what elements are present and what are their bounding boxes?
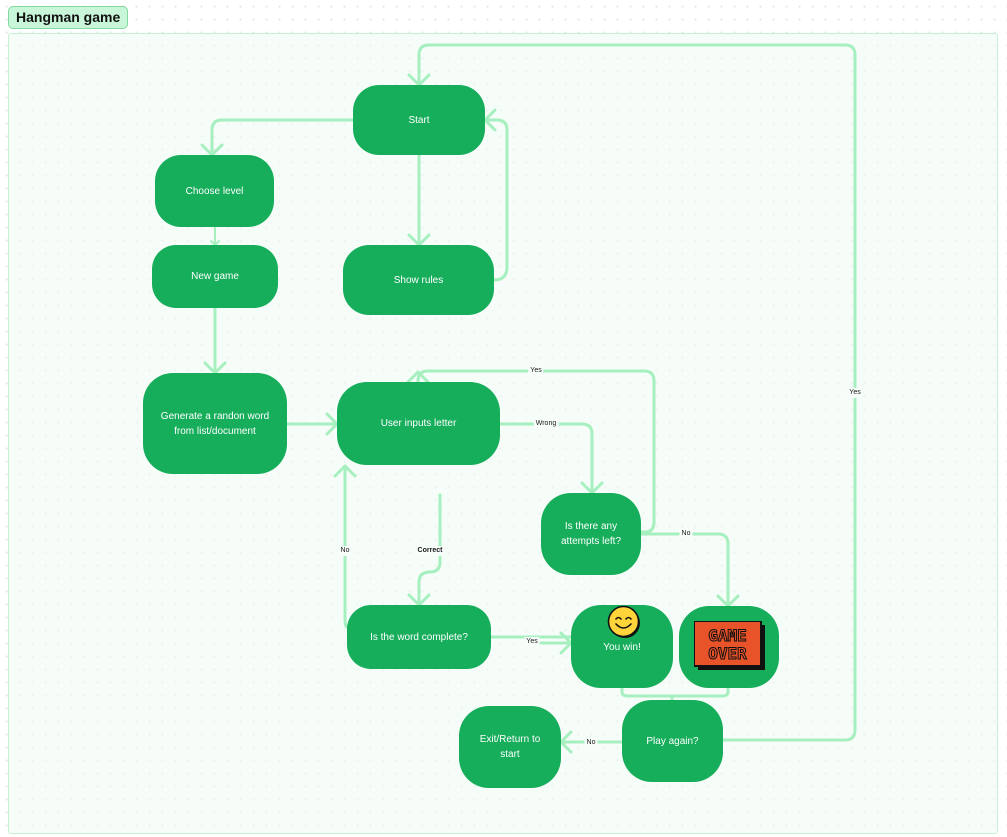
edge-label-no-gameover: No (679, 529, 693, 539)
game-over-word-2: OVER (708, 644, 747, 663)
edge-yes-replay (417, 43, 857, 742)
node-word-complete[interactable]: Is the word complete? (347, 605, 491, 669)
smiley-face-icon (607, 605, 640, 638)
node-start[interactable]: Start (353, 85, 485, 155)
edge-label-yes-retry: Yes (528, 366, 544, 376)
edge-label-yes-replay: Yes (847, 388, 863, 398)
arrow-head (406, 370, 430, 384)
edge-start-choose-level (210, 118, 355, 157)
edge-wrong (498, 422, 594, 495)
node-play-again[interactable]: Play again? (622, 700, 723, 782)
arrow-head (483, 108, 497, 132)
node-user-inputs-letter[interactable]: User inputs letter (337, 382, 500, 465)
node-show-rules[interactable]: Show rules (343, 245, 494, 315)
game-over-word-1: GAME (708, 626, 747, 645)
edge-label-wrong: Wrong (533, 419, 559, 429)
arrow-head (333, 464, 357, 478)
node-attempts-left[interactable]: Is there any attempts left? (541, 493, 641, 575)
game-over-sign-icon: GAME OVER (694, 621, 765, 670)
edge-correct (417, 554, 442, 607)
arrow-head (559, 730, 573, 754)
node-choose-level[interactable]: Choose level (155, 155, 274, 227)
edge-label-correct: Correct (415, 546, 445, 556)
node-new-game[interactable]: New game (152, 245, 278, 308)
node-exit-return[interactable]: Exit/Return to start (459, 706, 561, 788)
node-generate-word[interactable]: Generate a randon word from list/documen… (143, 373, 287, 474)
edge-yes-retry (416, 369, 656, 534)
edge-no-continue (343, 464, 349, 629)
edge-label-no-continue: No (338, 546, 352, 556)
edge-no-gameover (639, 532, 730, 608)
edge-show-rules-start (483, 118, 509, 282)
board-title[interactable]: Hangman game (8, 6, 129, 29)
edge-join-play-again (620, 686, 730, 698)
edge-label-yes-win: Yes (524, 637, 540, 647)
edge-label-no-exit: No (584, 738, 598, 748)
